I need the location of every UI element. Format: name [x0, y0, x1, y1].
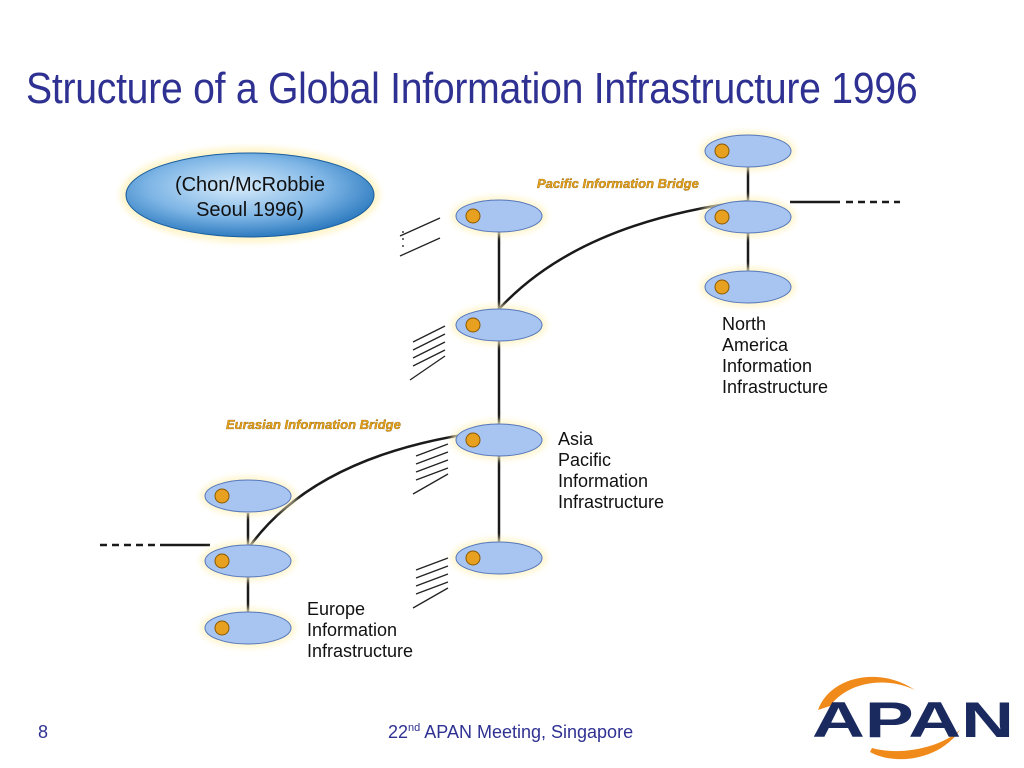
page-number: 8	[38, 722, 49, 742]
node-europe-3	[200, 608, 296, 648]
svg-text:Information: Information	[558, 471, 648, 491]
citation-line-2: Seoul 1996)	[196, 199, 304, 221]
eurasian-bridge-label: Eurasian Information Bridge	[226, 417, 401, 432]
access-lines	[399, 217, 449, 609]
citation-line-1: (Chon/McRobbie	[175, 174, 325, 196]
node-europe-2	[200, 541, 296, 581]
logo-text: APAN	[812, 692, 1014, 748]
svg-text:Asia: Asia	[558, 429, 594, 449]
node-asia-1	[451, 196, 547, 236]
access-cluster-2	[409, 325, 446, 381]
logo-swoosh-top	[818, 676, 915, 710]
access-cluster-3	[412, 443, 449, 495]
node-asia-3	[451, 420, 547, 460]
svg-text:Information: Information	[307, 620, 397, 640]
access-cluster-4	[412, 557, 449, 609]
north-america-label: North America Information Infrastructure	[722, 314, 828, 397]
citation-bubble: (Chon/McRobbie Seoul 1996)	[120, 147, 380, 243]
svg-text:Infrastructure: Infrastructure	[307, 641, 413, 661]
apan-logo: APAN	[812, 676, 1014, 760]
logo-swoosh-bottom	[870, 730, 960, 760]
node-north-america-2	[700, 197, 796, 237]
svg-text:Infrastructure: Infrastructure	[558, 492, 664, 512]
node-north-america-3	[700, 267, 796, 307]
svg-text:Information: Information	[722, 356, 812, 376]
node-asia-4	[451, 538, 547, 578]
svg-text:North: North	[722, 314, 766, 334]
asia-pacific-label: Asia Pacific Information Infrastructure	[558, 429, 664, 512]
svg-text:Europe: Europe	[307, 599, 365, 619]
node-europe-1	[200, 476, 296, 516]
pacific-bridge-label: Pacific Information Bridge	[537, 176, 699, 191]
europe-label: Europe Information Infrastructure	[307, 599, 413, 661]
access-cluster-1	[399, 217, 441, 257]
dashed-continuations	[100, 200, 900, 547]
node-north-america-1	[700, 131, 796, 171]
svg-text:America: America	[722, 335, 789, 355]
svg-text:Infrastructure: Infrastructure	[722, 377, 828, 397]
slide-title: Structure of a Global Information Infras…	[26, 64, 918, 113]
svg-text:Pacific: Pacific	[558, 450, 611, 470]
node-asia-2	[451, 305, 547, 345]
footer-meeting: 22nd APAN Meeting, Singapore	[388, 722, 634, 742]
